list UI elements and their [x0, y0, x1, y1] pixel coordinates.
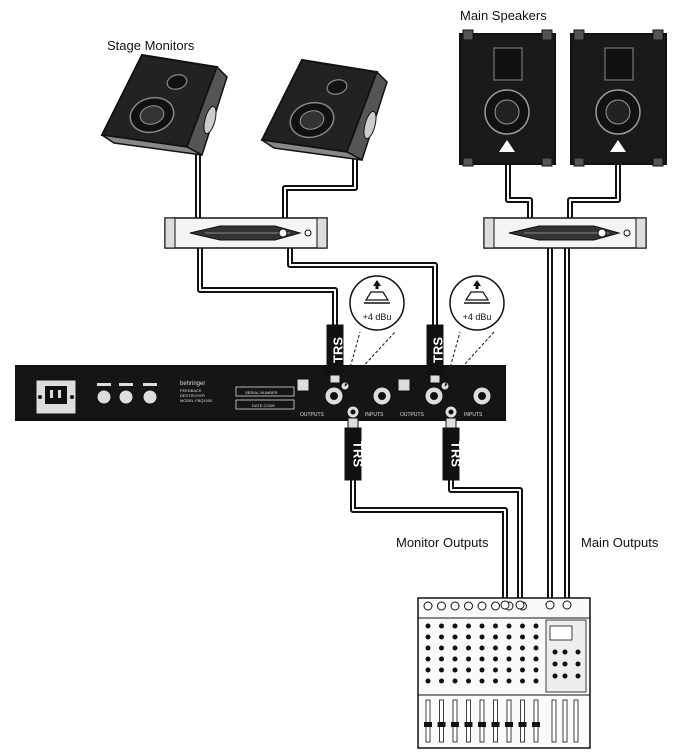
- din-ports: [96, 383, 158, 405]
- model-line-1: FEEDBACK: [180, 388, 202, 393]
- trs-label: TRS: [351, 441, 366, 467]
- mixer-channel-strip: [450, 601, 460, 743]
- main-speaker-right: [570, 29, 667, 167]
- master-fader: [562, 699, 568, 743]
- mixing-console: [417, 597, 591, 749]
- outputs-label-ch1: OUTPUTS: [400, 412, 425, 418]
- rack-io-ch1: OUTPUTS INPUTS: [397, 378, 492, 419]
- model-line-3: MODEL FBQ1000: [180, 398, 213, 403]
- mixer-channel-strip: [437, 601, 446, 743]
- stage-monitor-left: [100, 53, 228, 157]
- main-speaker-cables: [505, 162, 621, 223]
- trs-label: TRS: [449, 441, 464, 467]
- trs-plug-lower-right: TRS: [442, 417, 464, 481]
- up-arrow-icon: [373, 280, 381, 286]
- serial-number-label: SERIAL NUMBER: [245, 390, 278, 395]
- inputs-label-ch2: INPUTS: [365, 412, 384, 418]
- model-line-2: DESTROYER: [180, 393, 205, 398]
- inputs-label-ch1: INPUTS: [464, 412, 483, 418]
- main-output-cables: [547, 243, 570, 603]
- level-value-ch2: +4 dBu: [363, 312, 392, 322]
- level-callout-ch2: +4 dBu: [344, 275, 405, 387]
- master-fader: [573, 699, 579, 743]
- rack-io-ch2: OUTPUTS INPUTS: [296, 378, 392, 419]
- mixer-channel-strip: [477, 601, 487, 743]
- rack-unit: behringer FEEDBACK DESTROYER MODEL FBQ10…: [15, 365, 506, 421]
- main-speaker-left: [459, 29, 556, 167]
- outputs-label-ch2: OUTPUTS: [300, 412, 325, 418]
- trs-label: TRS: [330, 337, 345, 363]
- trs-plug-upper-right: TRS: [426, 324, 445, 384]
- mixer-channel-strip: [491, 601, 500, 743]
- main-amplifier: [483, 217, 647, 249]
- date-code-label: DATE CODE: [252, 403, 275, 408]
- monitor-output-cables: [350, 422, 523, 603]
- monitor-outputs-label: Monitor Outputs: [396, 535, 489, 550]
- trs-plug-lower-left: TRS: [344, 417, 366, 481]
- stage-monitor-right: [260, 58, 388, 162]
- level-callout-ch1: +4 dBu: [444, 275, 505, 387]
- monitor-amplifier: [164, 217, 328, 249]
- mixer-channel-strip: [532, 623, 540, 743]
- level-value-ch1: +4 dBu: [463, 312, 492, 322]
- mixer-channel-strip: [464, 601, 473, 743]
- mixer-channel-strip: [423, 601, 433, 743]
- power-inlet: [35, 379, 77, 415]
- trs-label: TRS: [430, 337, 445, 363]
- master-fader: [551, 699, 557, 743]
- brand-label: behringer: [180, 381, 205, 387]
- model-plate: behringer FEEDBACK DESTROYER MODEL FBQ10…: [180, 381, 295, 410]
- up-arrow-icon: [473, 280, 481, 286]
- trs-plug-upper-left: TRS: [326, 324, 345, 384]
- stage-monitors-label: Stage Monitors: [107, 38, 195, 53]
- main-speakers-label: Main Speakers: [460, 8, 547, 23]
- main-outputs-label: Main Outputs: [581, 535, 659, 550]
